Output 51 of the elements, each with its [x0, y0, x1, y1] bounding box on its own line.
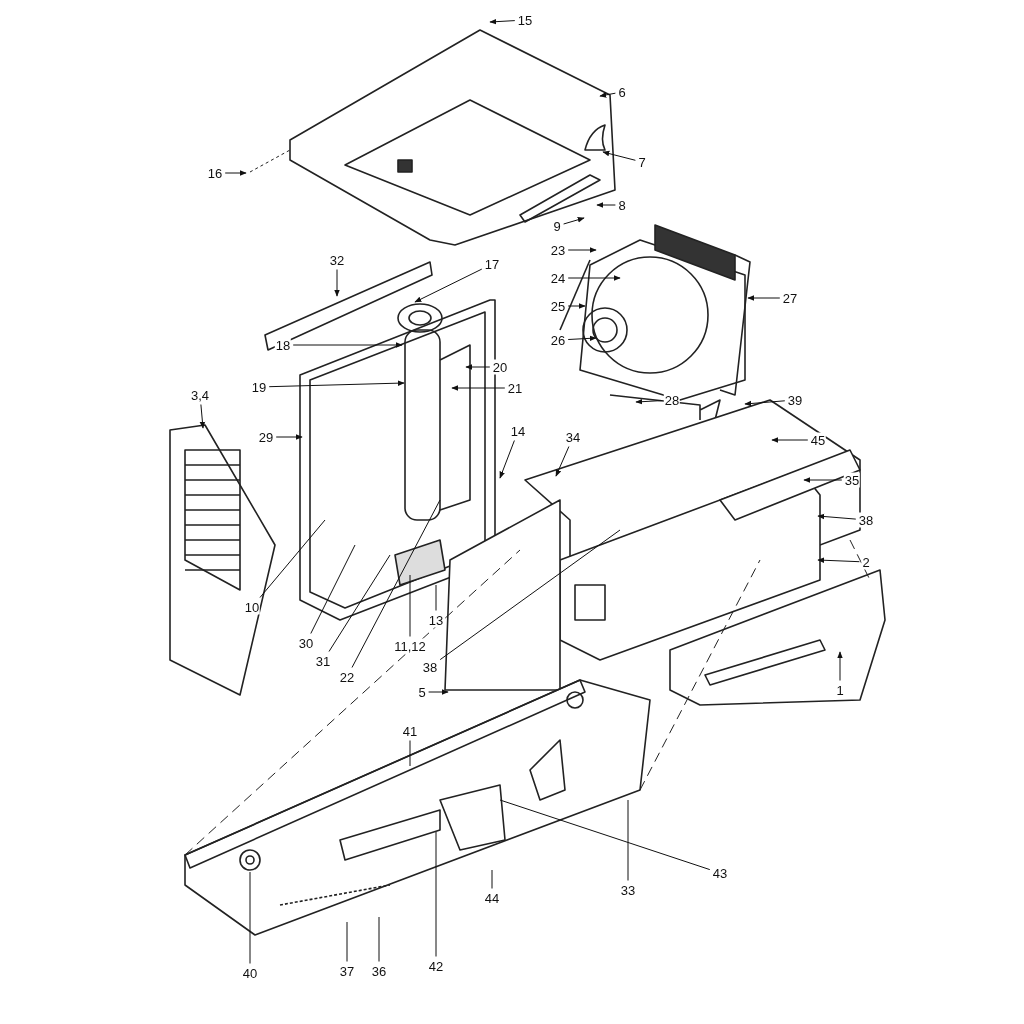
leader-line	[409, 740, 411, 767]
leader-line	[596, 202, 616, 208]
leader-line	[627, 799, 629, 881]
leader-line	[199, 404, 206, 429]
callout-number: 35	[843, 472, 861, 488]
leader-line	[489, 18, 516, 25]
leader-line	[803, 477, 843, 483]
leader-line	[567, 303, 586, 309]
leader-line	[465, 364, 491, 370]
leader-line	[292, 342, 403, 348]
leader-line	[602, 150, 636, 161]
leader-line	[567, 335, 597, 342]
leader-line	[599, 92, 616, 98]
leader-line	[409, 574, 411, 637]
leader-line	[451, 385, 506, 391]
callout-number: 38	[857, 512, 875, 528]
leader-line	[310, 544, 356, 634]
leader-line	[771, 437, 809, 443]
leader-line	[435, 584, 437, 611]
leader-line	[747, 295, 781, 301]
leader-line	[224, 170, 247, 176]
leader-line	[249, 871, 251, 964]
leader-line	[563, 217, 585, 225]
leader-line	[635, 398, 663, 405]
leader-line	[499, 440, 515, 479]
leader-line	[817, 513, 857, 520]
leader-line	[351, 499, 441, 668]
leader-line	[491, 869, 493, 889]
leader-line	[567, 247, 597, 253]
leader-line	[378, 916, 380, 962]
leader-line	[439, 529, 621, 661]
leader-line	[428, 689, 449, 695]
leader-line	[499, 799, 711, 871]
leader-line	[567, 275, 621, 281]
leader-line	[817, 557, 860, 564]
leader-line	[744, 400, 786, 407]
callout-number: 28	[663, 392, 681, 408]
leader-line	[837, 651, 843, 681]
leader-line	[555, 446, 570, 477]
leader-line	[268, 380, 405, 388]
leader-line	[275, 434, 303, 440]
leader-line	[346, 921, 348, 962]
leader-line	[259, 519, 326, 598]
callout-number: 18	[274, 337, 292, 353]
callout-number: 45	[809, 432, 827, 448]
leader-line	[435, 831, 437, 957]
leader-line	[414, 268, 483, 303]
leader-line	[334, 269, 340, 297]
leader-line	[328, 554, 391, 652]
callout-number: 11,12	[393, 638, 427, 654]
callout-number: 20	[491, 359, 509, 375]
